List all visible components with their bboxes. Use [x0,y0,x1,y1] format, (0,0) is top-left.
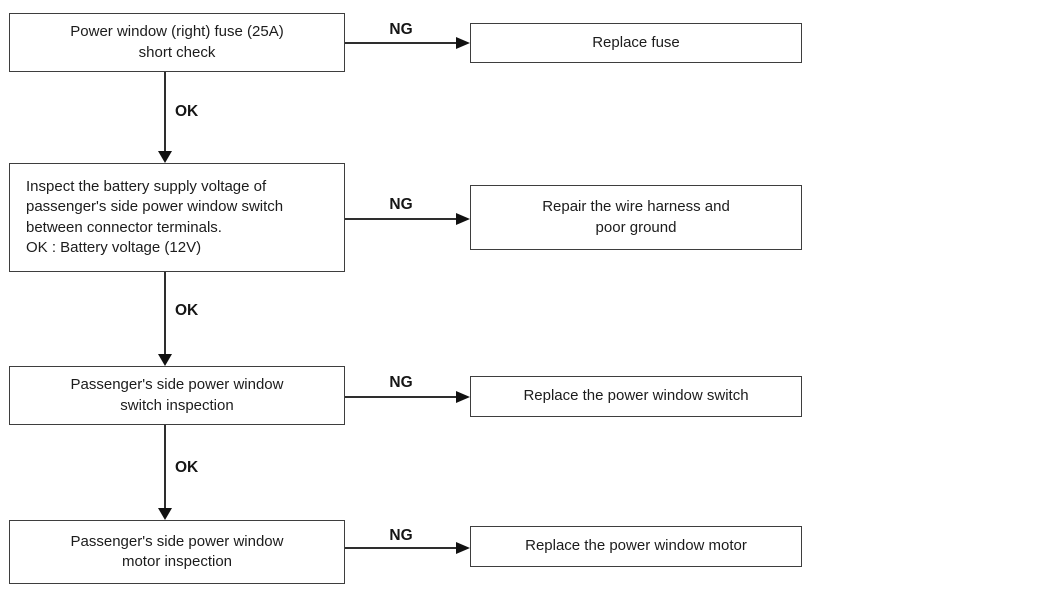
ng-connector-line [345,396,457,398]
step-text-line: Passenger's side power window [70,376,284,393]
step-box-motor-inspection: Passenger's side power window motor insp… [9,520,345,584]
step-text-line: switch inspection [120,396,234,414]
ng-connector-line [345,218,457,220]
step-text-line: Passenger's side power window [70,532,284,550]
result-text-line: Replace fuse [592,33,680,51]
arrow-down-icon [158,508,172,520]
ng-branch-label: NG [389,196,413,213]
result-text-line: Replace the power window switch [523,387,749,405]
ok-branch-label: OK [175,459,199,476]
ok-connector-line [164,72,166,152]
arrow-right-icon [456,213,470,225]
result-box-replace-switch: Replace the power window switch [470,376,802,417]
ng-branch-label: NG [389,21,413,38]
step-text-line: Power window (right) fuse (25A) [70,23,284,40]
ng-branch-label: NG [389,374,413,391]
step-box-fuse-short-check: Power window (right) fuse (25A) short ch… [9,13,345,72]
step-box-switch-inspection: Passenger's side power window switch ins… [9,366,345,425]
step-text-line: short check [138,43,216,61]
arrow-right-icon [456,542,470,554]
ok-connector-line [164,272,166,355]
arrow-down-icon [158,151,172,163]
result-box-repair-wire-harness: Repair the wire harness and poor ground [470,185,802,250]
ok-branch-label: OK [175,103,199,120]
ng-connector-line [345,42,457,44]
step-box-battery-voltage-inspection: Inspect the battery supply voltage of pa… [9,163,345,272]
step-text-line: passenger's side power window switch [26,198,284,215]
result-text-line: Replace the power window motor [525,537,747,555]
arrow-right-icon [456,391,470,403]
step-text-line: Inspect the battery supply voltage of [26,177,267,195]
ok-connector-line [164,425,166,509]
arrow-right-icon [456,37,470,49]
result-text-line: poor ground [595,218,677,236]
step-text-line: OK : Battery voltage (12V) [26,239,202,256]
step-text-line: between connector terminals. [26,218,222,236]
ng-branch-label: NG [389,527,413,544]
result-box-replace-motor: Replace the power window motor [470,526,802,567]
ok-branch-label: OK [175,302,199,319]
arrow-down-icon [158,354,172,366]
result-text-line: Repair the wire harness and [542,198,730,215]
step-text-line: motor inspection [121,553,233,570]
result-box-replace-fuse: Replace fuse [470,23,802,63]
ng-connector-line [345,547,457,549]
